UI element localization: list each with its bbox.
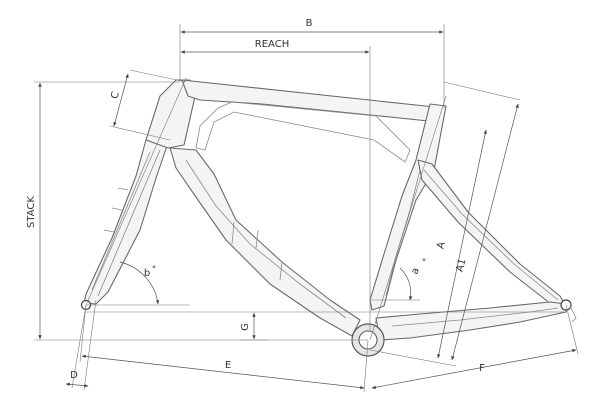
label-f: F bbox=[479, 363, 485, 374]
label-g: G bbox=[240, 323, 251, 331]
f-dimension bbox=[371, 349, 577, 389]
bike-frame bbox=[80, 79, 577, 357]
a-ext-top bbox=[443, 81, 521, 101]
e-ext-right bbox=[363, 339, 369, 393]
down-tube-line bbox=[185, 159, 347, 319]
down-tube-detail bbox=[231, 221, 283, 281]
label-e: E bbox=[225, 360, 231, 371]
label-head-angle: b bbox=[144, 268, 150, 279]
label-stack: STACK bbox=[26, 196, 37, 228]
dimension-labels: B REACH C STACK A A1 a ° b ° G E F D bbox=[26, 18, 485, 381]
dimension-lines bbox=[34, 24, 579, 393]
derailleur-hanger bbox=[569, 305, 577, 323]
d-ext-right bbox=[83, 299, 97, 391]
label-a: A bbox=[435, 241, 447, 250]
d-dimension bbox=[65, 382, 89, 388]
label-c: C bbox=[109, 91, 121, 101]
seat-tube-line bbox=[385, 169, 421, 297]
head-angle-arc bbox=[119, 261, 160, 305]
fork-detail bbox=[103, 187, 129, 233]
label-b: B bbox=[306, 18, 313, 29]
a-ext-bottom bbox=[369, 349, 457, 367]
top-tube-window bbox=[195, 101, 411, 163]
chain-stay bbox=[375, 301, 567, 341]
seat-tube bbox=[369, 103, 447, 311]
e-dimension bbox=[81, 354, 365, 390]
a1-dimension bbox=[451, 103, 519, 361]
label-seat-angle: a bbox=[409, 266, 421, 276]
e-ext-left bbox=[79, 304, 87, 363]
seat-angle-arc bbox=[399, 267, 413, 301]
c-dimension bbox=[113, 73, 129, 127]
down-tube bbox=[169, 147, 361, 337]
seat-axis bbox=[369, 95, 447, 341]
f-ext-right bbox=[565, 304, 579, 355]
label-reach: REACH bbox=[255, 39, 289, 50]
d-ext-left bbox=[71, 304, 87, 389]
seat-stay bbox=[417, 159, 567, 309]
label-seat-angle-degree: ° bbox=[422, 258, 427, 268]
fork-edge-line bbox=[91, 151, 151, 291]
label-a1: A1 bbox=[455, 258, 469, 274]
label-head-angle-degree: ° bbox=[152, 265, 157, 275]
top-tube bbox=[181, 79, 445, 123]
steering-axis bbox=[85, 77, 187, 306]
fork-inner-line bbox=[97, 149, 161, 297]
c-ext-top bbox=[129, 69, 187, 83]
label-d: D bbox=[70, 370, 78, 381]
